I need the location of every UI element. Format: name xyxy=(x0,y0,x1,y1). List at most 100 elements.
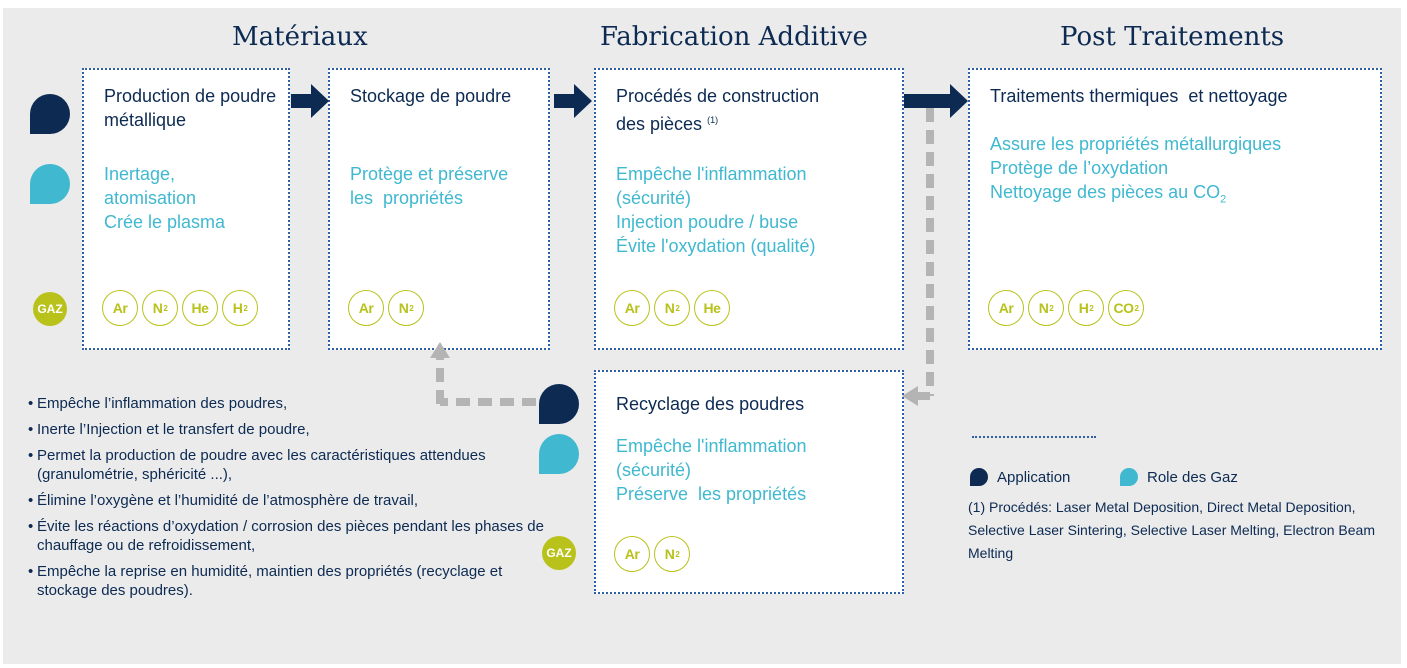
gas-symbol: CO xyxy=(1113,300,1135,316)
gas-role-icon xyxy=(30,164,70,204)
legend-divider xyxy=(972,436,1096,438)
heading-fabrication-additive: Fabrication Additive xyxy=(600,22,868,52)
role-line: Inertage, xyxy=(104,164,176,184)
gas-symbol: Ar xyxy=(624,546,640,562)
box-recyclage-roles: Empêche l'inflammation (sécurité) Préser… xyxy=(616,434,807,506)
title-line: des pièces (1) xyxy=(616,108,819,136)
benefits-list: Empêche l’inflammation des poudres, Iner… xyxy=(28,394,548,607)
gas-symbol: N xyxy=(664,546,675,562)
gas-symbol: H xyxy=(1078,300,1089,316)
gas-symbol: N xyxy=(1038,300,1049,316)
role-line: Empêche l'inflammation xyxy=(616,164,807,184)
gas-subscript: 2 xyxy=(243,303,248,313)
title-text: des pièces xyxy=(616,114,703,134)
application-icon xyxy=(30,94,70,134)
legend-label: Role des Gaz xyxy=(1147,468,1238,486)
box-production-poudre: Production de poudre métallique Inertage… xyxy=(82,68,290,350)
gas-subscript: 2 xyxy=(1134,303,1139,313)
box-traitements-thermiques: Traitements thermiques et nettoyage Assu… xyxy=(968,68,1382,350)
gas-symbol: Ar xyxy=(358,300,374,316)
role-line: Crée le plasma xyxy=(104,212,226,232)
role-line: (sécurité) xyxy=(616,460,692,480)
role-line: Empêche l'inflammation xyxy=(616,436,807,456)
gas-pill: Ar xyxy=(614,536,650,572)
box-traitements-roles: Assure les propriétés métallurgiques Pro… xyxy=(990,132,1281,212)
role-line: Évite l'oxydation (qualité) xyxy=(616,236,816,256)
list-item: Évite les réactions d’oxydation / corros… xyxy=(28,517,548,555)
box-production-title: Production de poudre métallique xyxy=(104,86,277,130)
footnote-procedes: (1) Procédés: Laser Metal Deposition, Di… xyxy=(968,499,1375,561)
role-line: Assure les propriétés métallurgiques xyxy=(990,134,1282,154)
gaz-icon: GAZ xyxy=(33,292,67,326)
heading-materiaux: Matériaux xyxy=(232,22,368,52)
gas-pill: He xyxy=(694,290,730,326)
box-procedes-construction: Procédés de construction des pièces (1) … xyxy=(594,68,904,350)
flow-arrow-icon xyxy=(291,84,329,118)
gas-subscript: 2 xyxy=(1089,303,1094,313)
gas-symbol: H xyxy=(232,300,243,316)
gas-pill: Ar xyxy=(614,290,650,326)
role-line: Injection poudre / buse xyxy=(616,212,799,232)
gas-subscript: 2 xyxy=(675,549,680,559)
box-recyclage-poudres: Recyclage des poudres Empêche l'inflamma… xyxy=(594,370,904,594)
role-line: Préserve les propriétés xyxy=(616,484,807,504)
box-stockage-poudre: Stockage de poudre Protège et préserve l… xyxy=(328,68,550,350)
gas-symbol: He xyxy=(703,300,721,316)
list-item: Empêche la reprise en humidité, maintien… xyxy=(28,562,548,600)
list-item: Élimine l’oxygène et l’humidité de l’atm… xyxy=(28,491,548,510)
role-text: Nettoyage des pièces au CO xyxy=(990,182,1221,202)
gas-symbol: N xyxy=(398,300,409,316)
role-line: les propriétés xyxy=(350,188,464,208)
gas-symbol: Ar xyxy=(624,300,640,316)
gas-subscript: 2 xyxy=(1049,303,1054,313)
recycle-arrow-icon xyxy=(902,108,934,406)
list-item: Inerte l’Injection et le transfert de po… xyxy=(28,420,548,439)
subscript: 2 xyxy=(1220,193,1227,206)
box-recyclage-title: Recyclage des poudres xyxy=(616,394,805,414)
role-line: Protège et préserve xyxy=(350,164,509,184)
gas-symbol: N xyxy=(152,300,163,316)
gas-symbol: N xyxy=(664,300,675,316)
gas-subscript: 2 xyxy=(163,303,168,313)
application-icon xyxy=(970,468,988,486)
box-procedes-roles: Empêche l'inflammation (sécurité) Inject… xyxy=(616,162,816,258)
gas-symbol: He xyxy=(191,300,209,316)
gas-pill: He xyxy=(182,290,218,326)
gas-pill: Ar xyxy=(988,290,1024,326)
box-procedes-title: Procédés de construction des pièces (1) xyxy=(616,84,819,136)
legend-application: Application xyxy=(970,468,1070,486)
role-line: (sécurité) xyxy=(616,188,692,208)
legend-label: Application xyxy=(997,468,1071,486)
box-stockage-title: Stockage de poudre xyxy=(350,86,512,106)
gas-role-icon xyxy=(1120,468,1138,486)
gas-pill: Ar xyxy=(102,290,138,326)
role-line: Nettoyage des pièces au CO2 xyxy=(990,180,1281,212)
role-line: Protège de l’oxydation xyxy=(990,158,1169,178)
flow-arrow-icon xyxy=(904,84,968,118)
box-production-roles: Inertage, atomisation Crée le plasma xyxy=(104,162,225,234)
box-stockage-roles: Protège et préserve les propriétés xyxy=(350,162,508,210)
legend-role-gaz: Role des Gaz xyxy=(1120,468,1238,486)
list-item: Permet la production de poudre avec les … xyxy=(28,446,548,484)
box-traitements-title: Traitements thermiques et nettoyage xyxy=(990,86,1288,106)
title-line: Procédés de construction xyxy=(616,86,820,106)
flow-arrow-icon xyxy=(554,84,592,118)
gas-pill: Ar xyxy=(348,290,384,326)
role-line: atomisation xyxy=(104,188,197,208)
gas-subscript: 2 xyxy=(409,303,414,313)
gas-symbol: Ar xyxy=(112,300,128,316)
gas-subscript: 2 xyxy=(675,303,680,313)
